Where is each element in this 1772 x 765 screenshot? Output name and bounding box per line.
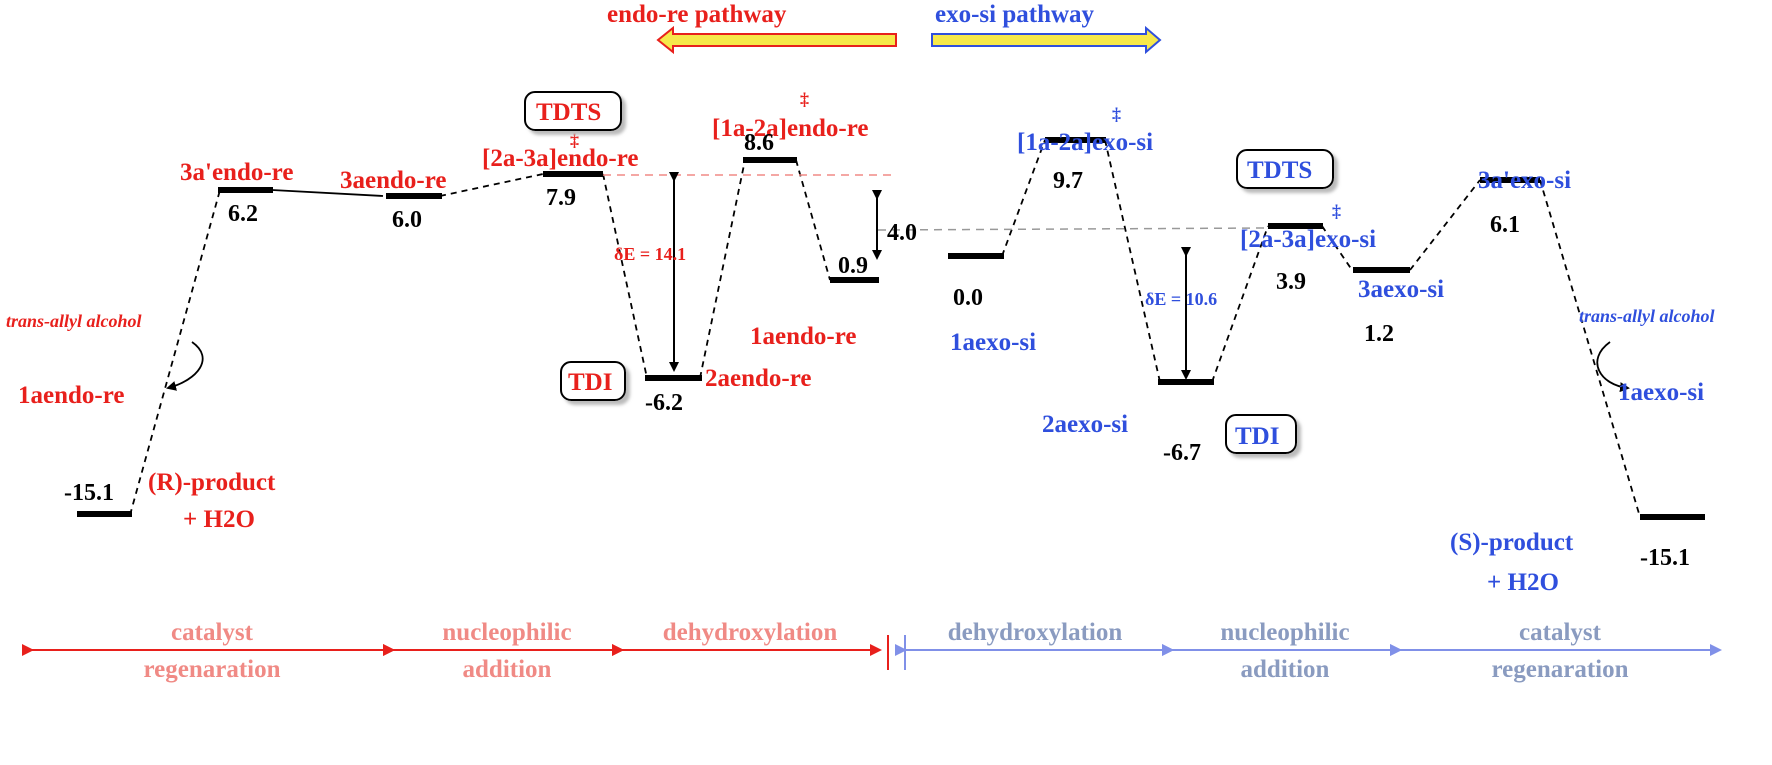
value-3a-exo: 1.2 xyxy=(1364,321,1394,347)
value-3aprime-exo: 6.1 xyxy=(1490,212,1520,238)
value-2a3a-exo: 3.9 xyxy=(1276,269,1306,295)
reactant-exo: 1aexo-si xyxy=(1618,379,1704,406)
label-1a2a-endo: [1a-2a]endo-re xyxy=(712,115,868,142)
trans-allyl-endo: trans-allyl alcohol xyxy=(6,311,142,331)
stage-exo-2-line2: addition xyxy=(1241,656,1330,683)
ts-mark-1a2a-exo: ‡ xyxy=(1112,104,1121,124)
trans-allyl-exo: trans-allyl alcohol xyxy=(1579,306,1715,326)
tdi-label-endo: TDI xyxy=(568,369,612,396)
label-1a-endo: 1aendo-re xyxy=(750,323,856,350)
label-2a3a-endo: [2a-3a]endo-re xyxy=(482,145,638,172)
legend-exo-label: exo-si pathway xyxy=(935,1,1095,28)
endo-connectors xyxy=(129,159,831,516)
curved-arrow-endo xyxy=(166,341,204,391)
label-2a-endo: 2aendo-re xyxy=(705,365,811,392)
gap-indicator: 4.0 xyxy=(872,190,917,260)
label-3aprime-endo: 3a'endo-re xyxy=(180,159,293,186)
legend-exo-arrow xyxy=(931,25,1162,55)
ts-mark-2a3a-exo: ‡ xyxy=(1332,201,1341,221)
reactant-endo: 1aendo-re xyxy=(18,382,124,409)
stage-endo-1-line2: regenaration xyxy=(143,656,280,683)
delta-e-endo: δE = 14.1 xyxy=(614,244,686,264)
value-2a-endo: -6.2 xyxy=(645,390,683,416)
energy-levels xyxy=(77,137,1705,520)
tdi-box-endo xyxy=(560,361,626,401)
value-1a-endo: 0.9 xyxy=(838,253,868,279)
tdts-box-endo xyxy=(524,91,622,131)
exo-labels: 0.0 1aexo-si [1a-2a]exo-si ‡ 9.7 2aexo-s… xyxy=(950,104,1715,596)
value-2a-exo: -6.7 xyxy=(1163,440,1201,466)
tdts-box-exo xyxy=(1236,149,1334,189)
legend-endo-label: endo-re pathway xyxy=(607,1,787,28)
tdts-label-exo: TDTS xyxy=(1247,157,1312,184)
value-2a3a-endo: 7.9 xyxy=(546,185,576,211)
value-3a-endo: 6.0 xyxy=(392,207,422,233)
legend-endo-arrow xyxy=(656,25,897,55)
gap-value: 4.0 xyxy=(887,220,917,246)
tdi-label-exo: TDI xyxy=(1235,423,1279,450)
tdi-box-exo xyxy=(1225,414,1297,454)
value-3aprime-endo: 6.2 xyxy=(228,201,258,227)
value-1a-exo: 0.0 xyxy=(953,285,983,311)
stage-endo-3-line1: dehydroxylation xyxy=(663,619,838,646)
delta-e-exo: δE = 10.6 xyxy=(1145,289,1217,309)
stage-exo-3-line2: regenaration xyxy=(1491,656,1628,683)
ts-mark-1a2a-endo: ‡ xyxy=(800,89,809,109)
stage-exo-3-line1: catalyst xyxy=(1519,619,1602,646)
stage-endo-1-line1: catalyst xyxy=(171,619,254,646)
label-2a-exo: 2aexo-si xyxy=(1042,411,1128,438)
value-s-product: -15.1 xyxy=(1640,545,1690,571)
stage-exo-1-line1: dehydroxylation xyxy=(948,619,1123,646)
label-s-product-water: + H2O xyxy=(1487,569,1559,596)
value-r-product: -15.1 xyxy=(64,480,114,506)
legend: endo-re pathway exo-si pathway xyxy=(607,1,1162,55)
value-1a2a-endo: 8.6 xyxy=(744,130,774,156)
exo-reference-line xyxy=(877,227,1269,231)
label-1a-exo: 1aexo-si xyxy=(950,329,1036,356)
label-s-product: (S)-product xyxy=(1450,529,1574,556)
endo-labels: -15.1 (R)-product + H2O 3a'endo-re 6.2 3… xyxy=(6,89,868,533)
value-1a2a-exo: 9.7 xyxy=(1053,168,1083,194)
label-3a-exo: 3aexo-si xyxy=(1358,276,1444,303)
label-3a-endo: 3aendo-re xyxy=(340,167,446,194)
stage-endo-2-line1: nucleophilic xyxy=(442,619,571,646)
curved-arrow-exo xyxy=(1596,341,1630,393)
label-3aprime-exo: 3a'exo-si xyxy=(1478,167,1571,194)
label-1a2a-exo: [1a-2a]exo-si xyxy=(1017,129,1153,156)
stage-arrows: catalyst regenaration nucleophilic addit… xyxy=(22,619,1722,683)
ts-mark-2a3a-endo: ‡ xyxy=(570,130,579,150)
label-r-product: (R)-product xyxy=(148,469,276,496)
exo-connectors xyxy=(1001,139,1641,518)
stage-endo-2-line2: addition xyxy=(463,656,552,683)
stage-exo-2-line1: nucleophilic xyxy=(1220,619,1349,646)
label-2a3a-exo: [2a-3a]exo-si xyxy=(1240,226,1376,253)
tdts-label-endo: TDTS xyxy=(536,99,601,126)
label-r-product-water: + H2O xyxy=(183,506,255,533)
